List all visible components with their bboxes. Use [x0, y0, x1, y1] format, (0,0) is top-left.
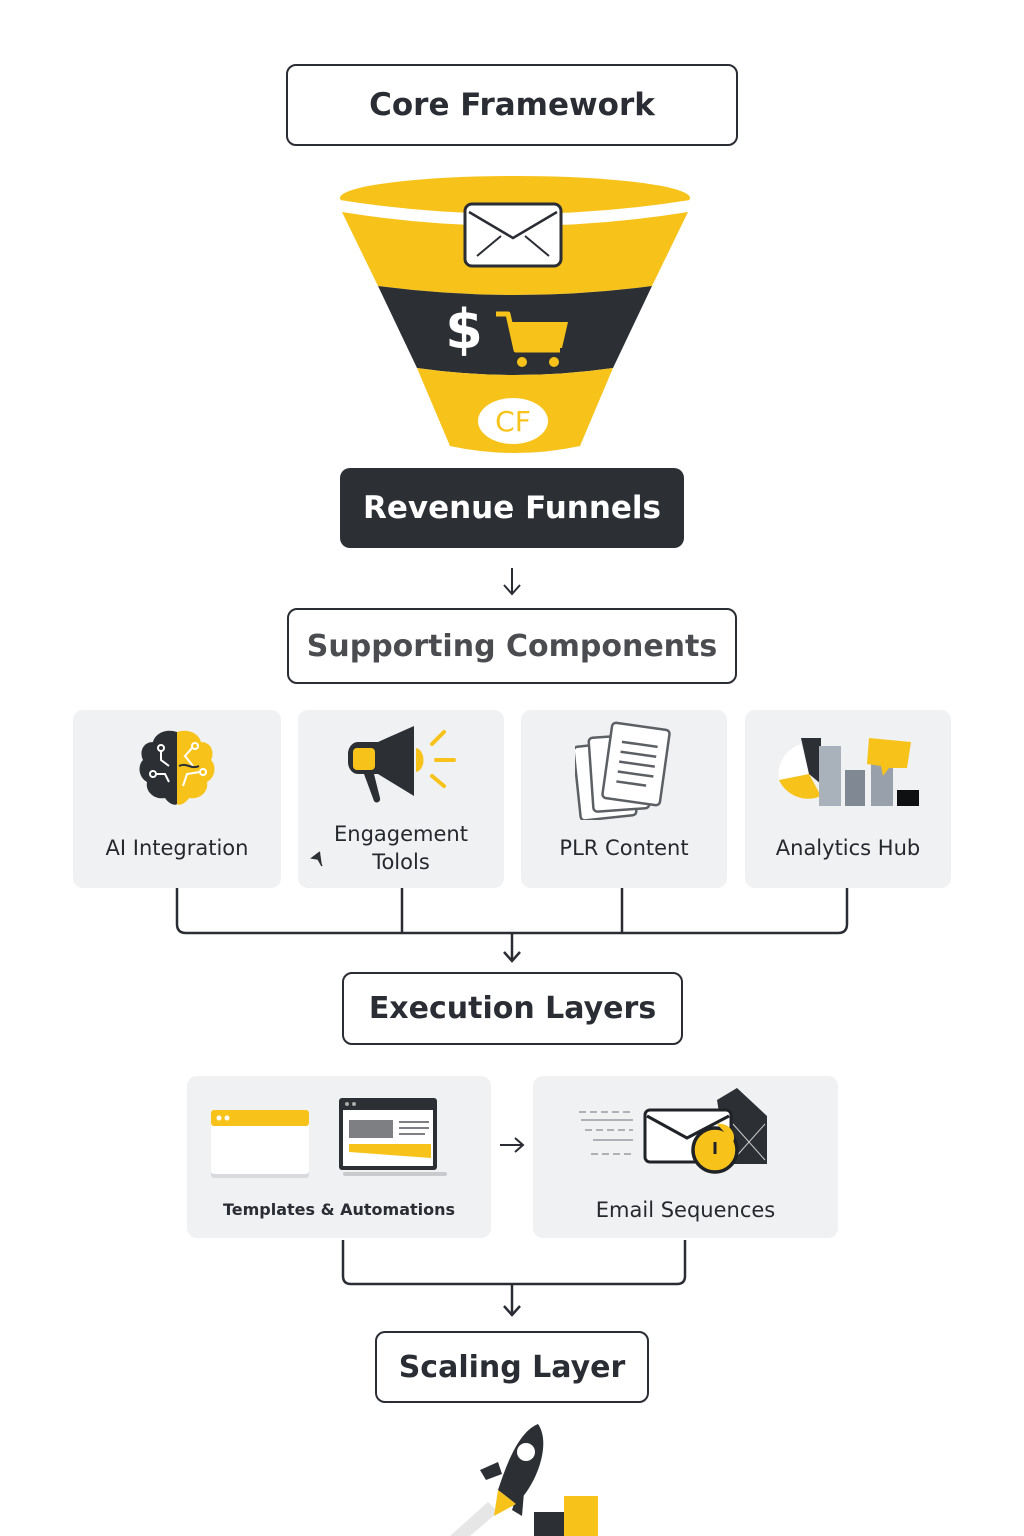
dollar-icon: $ [445, 298, 483, 361]
execution-layers-header: Execution Layers [342, 972, 683, 1045]
cf-badge: CF [478, 398, 548, 444]
documents-icon [575, 721, 671, 820]
merge-bracket-supporting [175, 888, 849, 963]
revenue-funnels-label: Revenue Funnels [362, 490, 662, 526]
card-email-sequences[interactable]: Email Sequences [533, 1076, 838, 1238]
card-label-ai-integration: AI Integration [105, 836, 249, 860]
card-label-engagement-line2: Tolols [372, 850, 430, 874]
revenue-funnels-box: Revenue Funnels [340, 468, 684, 548]
cf-badge-text: CF [495, 404, 531, 438]
execution-layers-title: Execution Layers [368, 991, 657, 1026]
card-label-templates-automations: Templates & Automations [222, 1200, 456, 1219]
core-framework-title: Core Framework [369, 87, 655, 123]
card-label-analytics-hub: Analytics Hub [775, 836, 921, 860]
shopping-cart-icon [496, 311, 568, 367]
card-plr-content[interactable]: PLR Content [521, 710, 727, 888]
rocket-growth-icon [450, 1424, 598, 1536]
card-engagement-tools[interactable]: Engagement Tolols [298, 710, 504, 888]
arrow-right [500, 1137, 525, 1153]
card-label-engagement-line1: Engagement [334, 822, 468, 846]
scaling-layer-header: Scaling Layer [375, 1331, 649, 1403]
core-framework-header: Core Framework [286, 64, 738, 146]
supporting-components-header: Supporting Components [287, 608, 737, 684]
scaling-layer-title: Scaling Layer [398, 1349, 626, 1385]
megaphone-icon [348, 726, 456, 803]
analytics-chart-icon [778, 738, 919, 806]
brain-icon [139, 730, 215, 805]
card-templates-automations[interactable]: Templates & Automations [187, 1076, 491, 1238]
envelope-icon [463, 202, 563, 268]
cursor-icon [310, 851, 323, 867]
browser-windows-icon [211, 1098, 447, 1178]
card-analytics-hub[interactable]: Analytics Hub [745, 710, 951, 888]
email-clock-icon [579, 1088, 767, 1174]
arrow-down-1 [503, 568, 521, 596]
card-label-plr-content: PLR Content [559, 836, 689, 860]
supporting-components-title: Supporting Components [306, 628, 718, 664]
card-label-email-sequences: Email Sequences [595, 1198, 776, 1222]
merge-bracket-execution [341, 1240, 687, 1317]
revenue-funnel-illustration: $ CF [330, 168, 700, 463]
card-ai-integration[interactable]: AI Integration [73, 710, 281, 888]
